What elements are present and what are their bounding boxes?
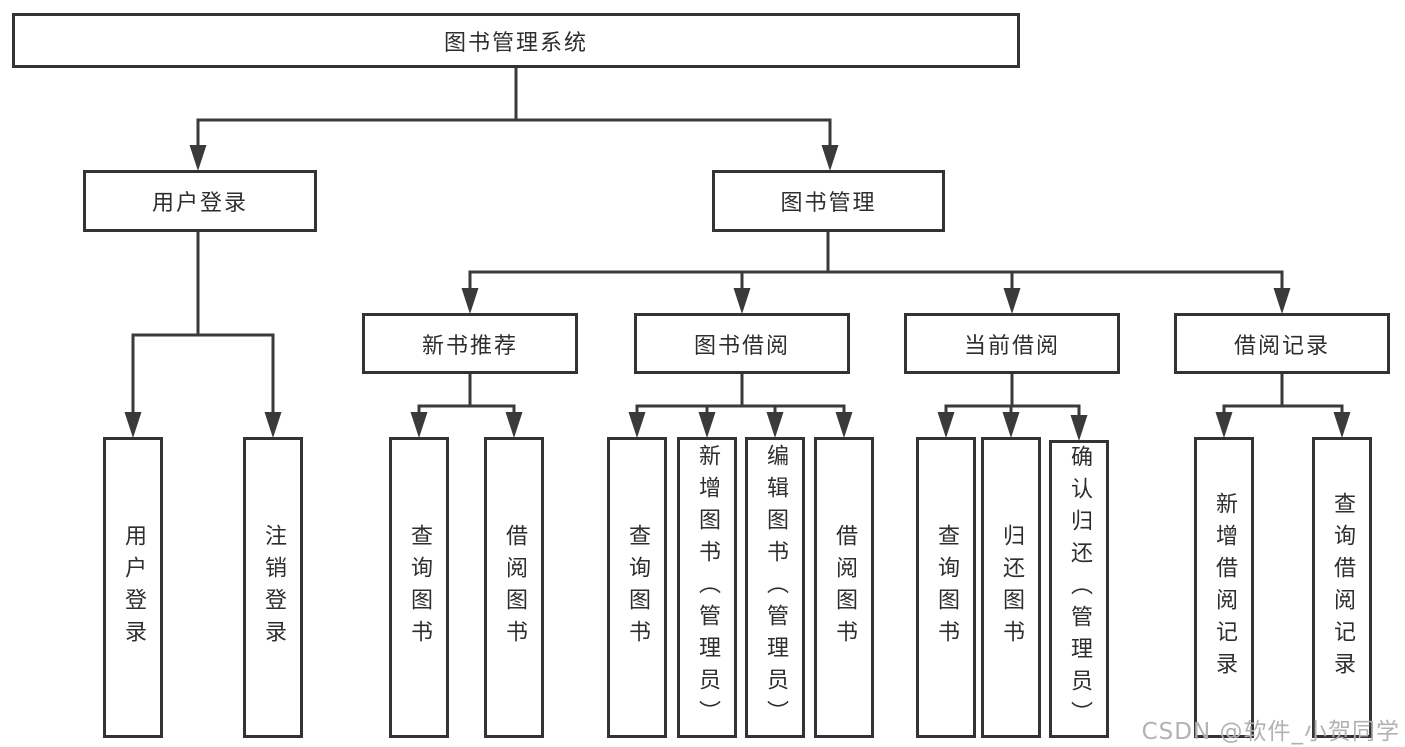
node-book-borrow: 图书借阅 <box>634 313 850 374</box>
leaf-cb-confirm-return-label: 确认归还（管理员） <box>1067 445 1092 733</box>
leaf-nbr-borrow-books: 借阅图书 <box>484 437 544 738</box>
leaf-bb-query-books: 查询图书 <box>607 437 667 738</box>
node-borrow-records: 借阅记录 <box>1174 313 1390 374</box>
node-book-borrow-label: 图书借阅 <box>693 333 790 359</box>
leaf-bb-query-books-label: 查询图书 <box>625 523 650 652</box>
leaf-nbr-query-books: 查询图书 <box>389 437 449 738</box>
leaf-cb-query-books-label: 查询图书 <box>934 523 959 652</box>
node-new-book-recommend: 新书推荐 <box>362 313 578 374</box>
leaf-cb-query-books: 查询图书 <box>916 437 976 738</box>
leaf-user-login-label: 用户登录 <box>121 523 146 652</box>
leaf-cb-return-books: 归还图书 <box>981 437 1041 738</box>
leaf-cb-return-books-label: 归还图书 <box>999 523 1024 652</box>
leaf-br-query-record: 查询借阅记录 <box>1312 437 1372 738</box>
node-current-borrow: 当前借阅 <box>904 313 1120 374</box>
leaf-logout-label: 注销登录 <box>261 523 286 652</box>
leaf-bb-borrow-books: 借阅图书 <box>814 437 874 738</box>
node-book-management-label: 图书管理 <box>780 191 877 216</box>
node-borrow-records-label: 借阅记录 <box>1233 333 1330 359</box>
leaf-logout: 注销登录 <box>243 437 303 738</box>
node-user-login-label: 用户登录 <box>151 191 248 216</box>
leaf-bb-borrow-books-label: 借阅图书 <box>832 523 857 652</box>
leaf-cb-confirm-return: 确认归还（管理员） <box>1049 440 1109 738</box>
leaf-nbr-query-books-label: 查询图书 <box>407 523 432 652</box>
node-new-book-recommend-label: 新书推荐 <box>421 333 518 359</box>
leaf-br-add-record-label: 新增借阅记录 <box>1212 491 1237 684</box>
csdn-watermark: CSDN @软件_小贺同学 <box>1141 719 1400 745</box>
leaf-nbr-borrow-books-label: 借阅图书 <box>502 523 527 652</box>
node-book-management: 图书管理 <box>712 170 945 232</box>
node-root-label: 图书管理系统 <box>443 30 588 56</box>
leaf-bb-edit-books: 编辑图书（管理员） <box>745 437 805 738</box>
node-current-borrow-label: 当前借阅 <box>963 333 1060 359</box>
leaf-bb-add-books: 新增图书（管理员） <box>677 437 737 738</box>
node-root: 图书管理系统 <box>12 13 1020 68</box>
leaf-br-query-record-label: 查询借阅记录 <box>1330 491 1355 684</box>
leaf-bb-edit-books-label: 编辑图书（管理员） <box>763 443 788 732</box>
leaf-bb-add-books-label: 新增图书（管理员） <box>695 443 720 732</box>
leaf-user-login: 用户登录 <box>103 437 163 738</box>
node-user-login: 用户登录 <box>83 170 317 232</box>
leaf-br-add-record: 新增借阅记录 <box>1194 437 1254 738</box>
